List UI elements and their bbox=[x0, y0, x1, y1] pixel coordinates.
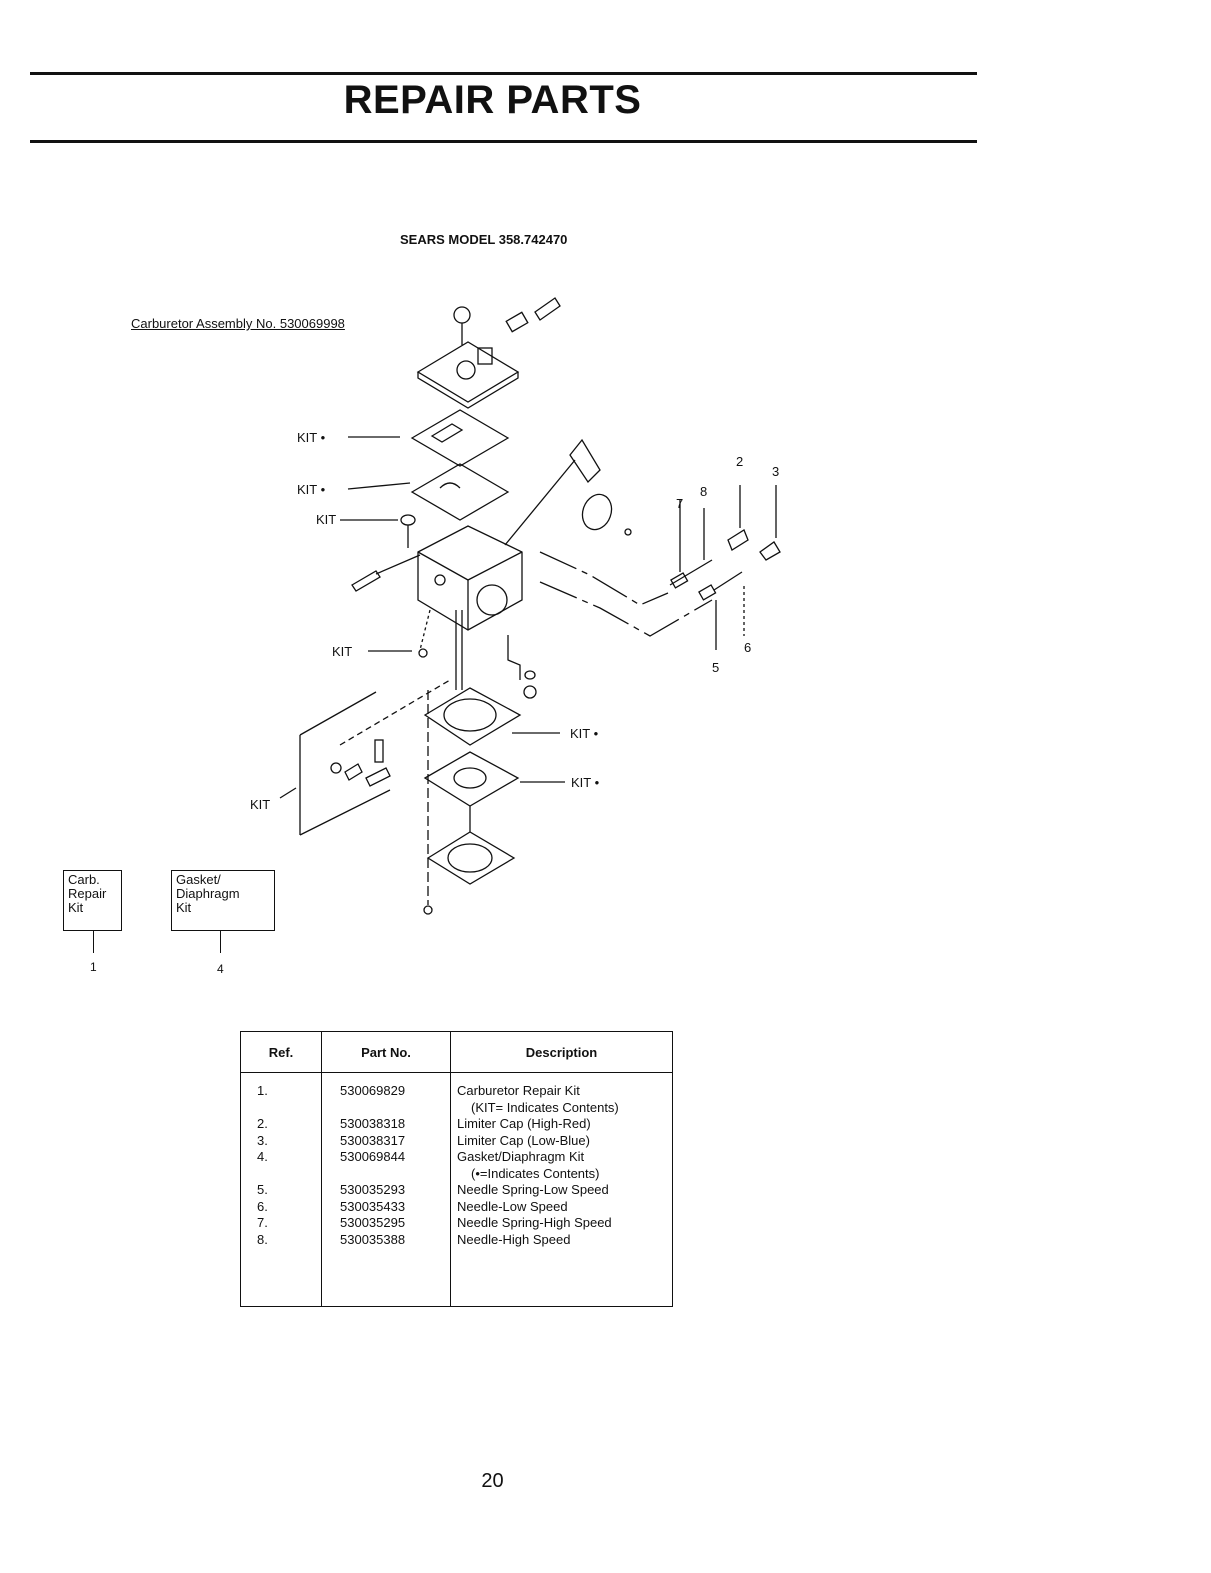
part-number-column: 530069829 530038318 530038317 530069844 … bbox=[321, 1072, 451, 1307]
kit-label: KIT • bbox=[571, 775, 600, 790]
assembly-number: Carburetor Assembly No. 530069998 bbox=[131, 316, 345, 331]
parts-table: Ref. Part No. Description 1. 2. 3. 4. 5.… bbox=[240, 1031, 673, 1307]
header-rule-top bbox=[30, 72, 977, 75]
gasket-part bbox=[410, 463, 510, 521]
cap-part bbox=[400, 514, 416, 526]
callout-5: 5 bbox=[712, 660, 719, 675]
header-rule-bottom bbox=[30, 140, 977, 143]
callout-7: 7 bbox=[676, 496, 683, 511]
column-header-ref: Ref. bbox=[240, 1031, 322, 1073]
carburetor-exploded-diagram: KIT • KIT • KIT KIT KIT • KIT • KIT 2 3 … bbox=[250, 297, 781, 915]
kit-label: KIT • bbox=[297, 430, 326, 445]
kit-label: KIT • bbox=[570, 726, 599, 741]
column-header-description: Description bbox=[450, 1031, 673, 1073]
throttle-plate-part bbox=[581, 493, 613, 531]
callout-8: 8 bbox=[700, 484, 707, 499]
metering-diaphragm-part bbox=[423, 751, 520, 807]
screw-part bbox=[453, 306, 471, 324]
kit-box-ref: 1 bbox=[90, 960, 97, 974]
kit-box-leader bbox=[220, 931, 221, 953]
screw-part bbox=[423, 905, 433, 915]
page-number: 20 bbox=[481, 1470, 504, 1492]
bottom-cover-part bbox=[426, 831, 516, 885]
limiter-cap-red-part bbox=[727, 529, 749, 551]
model-number: SEARS MODEL 358.742470 bbox=[400, 232, 568, 247]
kit-box-leader bbox=[93, 931, 94, 953]
kit-label: KIT bbox=[316, 512, 336, 527]
throttle-lever-part bbox=[569, 438, 601, 484]
fitting-part bbox=[505, 311, 529, 333]
kit-label: KIT bbox=[250, 797, 270, 812]
column-header-part-no: Part No. bbox=[321, 1031, 451, 1073]
kit-box-ref: 4 bbox=[217, 962, 224, 976]
callout-2: 2 bbox=[736, 454, 743, 469]
page-title: REPAIR PARTS bbox=[343, 78, 642, 122]
bottom-gasket-part bbox=[423, 687, 522, 746]
carburetor-body-part bbox=[417, 525, 523, 631]
callout-3: 3 bbox=[772, 464, 779, 479]
description-column: Carburetor Repair Kit (KIT= Indicates Co… bbox=[457, 1083, 619, 1247]
kit-label: KIT • bbox=[297, 482, 326, 497]
pin-part bbox=[351, 570, 381, 592]
cover-plate-part bbox=[416, 341, 520, 403]
diaphragm-part bbox=[410, 409, 510, 467]
ref-column: 1. 2. 3. 4. 5. 6. 7. 8. bbox=[240, 1072, 322, 1307]
limiter-cap-blue-part bbox=[759, 541, 781, 561]
carb-repair-kit-box: Carb. Repair Kit bbox=[63, 870, 122, 931]
callout-6: 6 bbox=[744, 640, 751, 655]
kit-label: KIT bbox=[332, 644, 352, 659]
needle-screw-part bbox=[534, 297, 561, 321]
gasket-diaphragm-kit-box: Gasket/ Diaphragm Kit bbox=[171, 870, 275, 931]
